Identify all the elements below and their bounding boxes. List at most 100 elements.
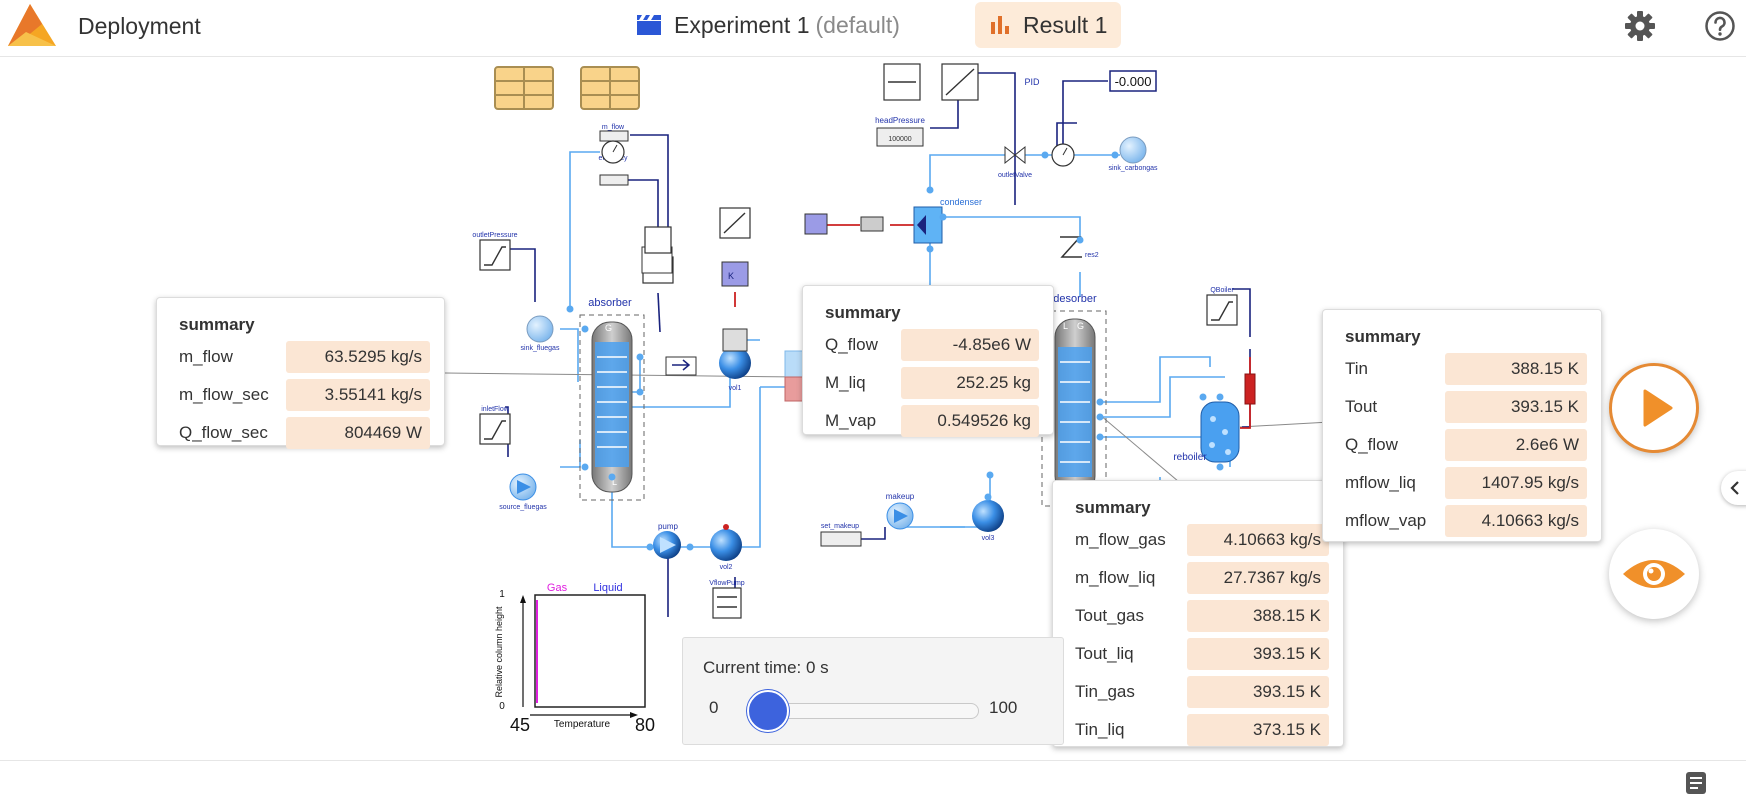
panel-title: summary <box>825 303 901 322</box>
current-time-label: Current time: 0 s <box>703 658 829 677</box>
run-simulation-button[interactable] <box>1609 363 1699 453</box>
slider-max-label: 100 <box>989 698 1018 717</box>
svg-text:L: L <box>1063 321 1068 331</box>
svg-text:set_makeup: set_makeup <box>821 523 859 530</box>
slider-min-label: 0 <box>709 698 719 717</box>
svg-text:vol2: vol2 <box>720 564 733 571</box>
tab-result[interactable]: Result 1 <box>975 2 1122 48</box>
panel-title: summary <box>179 315 255 334</box>
tab-experiment[interactable]: Experiment 1 (default) <box>622 2 914 48</box>
time-slider-thumb[interactable] <box>747 690 789 732</box>
footer-bar <box>0 760 1746 801</box>
svg-text:45: 45 <box>510 715 530 735</box>
svg-text:condenser: condenser <box>940 197 982 207</box>
svg-text:vol3: vol3 <box>982 535 995 542</box>
vol1-vessel: vol1 <box>719 347 751 392</box>
chevron-left-icon <box>1730 481 1739 495</box>
svg-text:K: K <box>728 271 734 281</box>
svg-text:absorber: absorber <box>588 297 632 309</box>
condenser: condenser <box>913 197 982 244</box>
svg-text:headPressure: headPressure <box>875 116 925 125</box>
time-slider-track[interactable] <box>759 703 979 719</box>
reboiler: reboiler <box>1173 373 1256 463</box>
svg-text:inletFlow: inletFlow <box>481 406 510 413</box>
svg-text:outletPressure: outletPressure <box>472 232 517 239</box>
view-results-button[interactable] <box>1609 529 1699 619</box>
svg-text:PID: PID <box>1024 77 1040 87</box>
svg-text:1: 1 <box>499 589 505 600</box>
gear-icon[interactable] <box>1624 10 1656 42</box>
sink-carbongas: sink_carbongas <box>1108 136 1158 172</box>
panel-title: summary <box>1345 327 1421 346</box>
svg-text:G: G <box>1077 321 1084 331</box>
desorber-column: desorber L G <box>1041 293 1107 507</box>
help-icon[interactable] <box>1704 10 1736 42</box>
pump: pump <box>653 522 681 559</box>
svg-text:res2: res2 <box>1085 252 1099 259</box>
svg-text:m_flow: m_flow <box>602 124 625 131</box>
svg-text:G: G <box>605 323 612 333</box>
tab-experiment-label: Experiment 1 <box>674 11 810 38</box>
vol3-vessel: vol3 <box>972 500 1004 542</box>
collapse-panel-button[interactable] <box>1721 471 1746 505</box>
source-fluegas: source_fluegas <box>499 473 547 511</box>
panel-row: Q_flow-4.85e6 W <box>825 326 1039 364</box>
svg-text:sink_fluegas: sink_fluegas <box>521 345 560 352</box>
svg-text:Liquid: Liquid <box>593 582 622 594</box>
svg-text:reboiler: reboiler <box>1173 452 1207 463</box>
svg-text:VflowPump: VflowPump <box>709 580 745 587</box>
logo-icon <box>8 4 56 46</box>
svg-text:Relative column height: Relative column height <box>494 606 504 698</box>
bar-chart-icon <box>991 16 1009 34</box>
model-canvas[interactable]: init summary <box>0 57 1746 760</box>
log-icon[interactable] <box>1684 771 1708 795</box>
svg-text:source_fluegas: source_fluegas <box>499 504 547 511</box>
svg-text:L: L <box>612 477 617 487</box>
summary-table-icon: summary <box>580 66 640 110</box>
svg-text:-0.000: -0.000 <box>1115 74 1152 89</box>
svg-text:pump: pump <box>658 522 679 531</box>
svg-text:desorber: desorber <box>1053 293 1097 305</box>
time-slider-panel: Current time: 0 s 0 100 <box>682 637 1064 745</box>
tab-result-label: Result 1 <box>1023 11 1108 38</box>
svg-text:sink_carbongas: sink_carbongas <box>1108 165 1158 172</box>
svg-text:outletValve: outletValve <box>998 172 1032 179</box>
makeup-pump: makeup <box>886 492 915 530</box>
svg-text:Temperature: Temperature <box>554 719 611 730</box>
eye-icon <box>1623 560 1685 588</box>
column-profile-chart: Gas Liquid 1 0 45 80 Temperature Relativ… <box>494 582 655 735</box>
outlet-valve: outletValve <box>998 145 1032 179</box>
svg-text:Gas: Gas <box>547 582 568 594</box>
svg-text:0: 0 <box>499 701 505 712</box>
svg-text:makeup: makeup <box>886 492 915 501</box>
tab-experiment-suffix: (default) <box>815 11 900 38</box>
svg-text:QBoiler: QBoiler <box>1210 287 1234 294</box>
svg-text:vol1: vol1 <box>729 385 742 392</box>
svg-text:80: 80 <box>635 715 655 735</box>
panel-title: summary <box>1075 498 1151 517</box>
sink-fluegas: sink_fluegas <box>521 315 560 352</box>
vol2-vessel: vol2 <box>710 524 742 571</box>
play-icon <box>1643 389 1673 427</box>
absorber-column: absorber G L <box>579 297 645 501</box>
